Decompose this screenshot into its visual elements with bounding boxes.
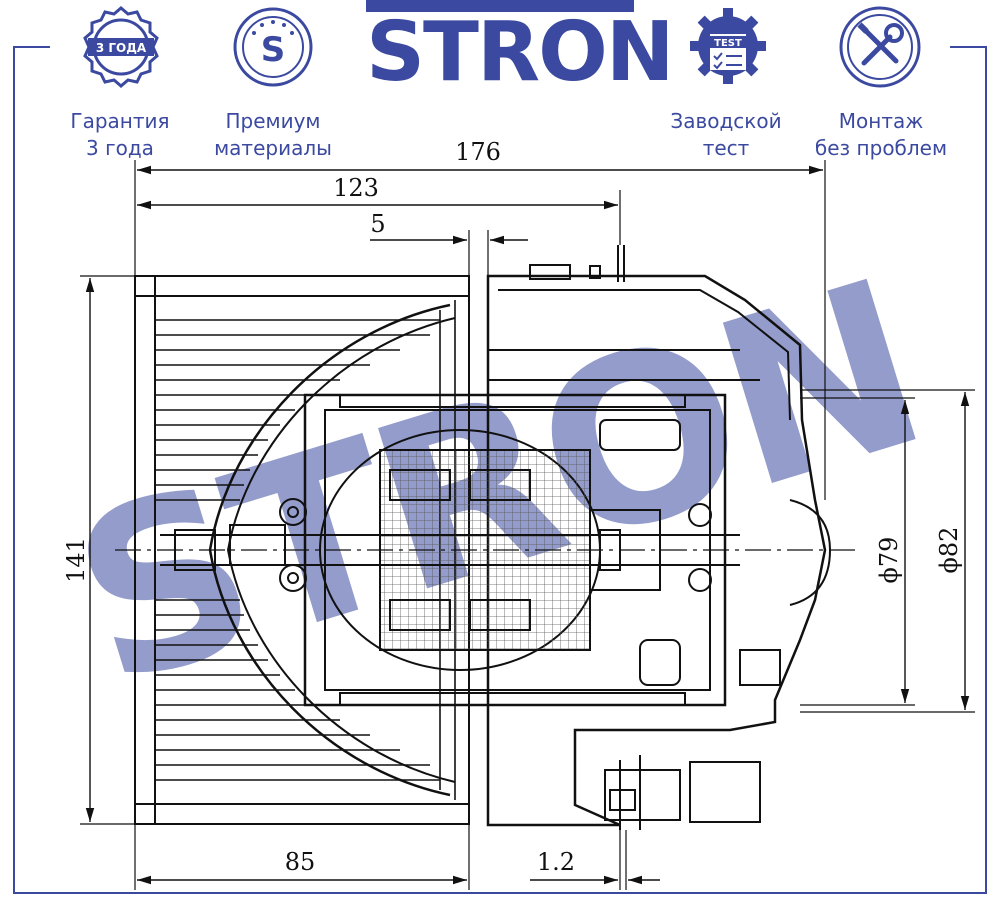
dim-82: ϕ82 — [935, 527, 963, 574]
dim-79: ϕ79 — [875, 537, 903, 584]
warranty-seal-icon: 3 ГОДА — [83, 6, 159, 88]
dim-141: 141 — [62, 537, 90, 583]
dim-85: 85 — [285, 848, 316, 876]
dim-1-2: 1.2 — [537, 848, 575, 876]
wrench-screwdriver-icon — [839, 6, 921, 88]
seal-text: 3 ГОДА — [96, 41, 147, 55]
dim-5: 5 — [370, 210, 385, 238]
dim-123: 123 — [333, 174, 379, 202]
premium-s-icon: S — [233, 7, 313, 87]
dim-176: 176 — [455, 138, 501, 166]
factory-test-gear-icon: TEST — [690, 8, 766, 84]
stron-logo: STRON — [366, 5, 674, 100]
test-text: TEST — [714, 38, 742, 49]
logo-bar — [366, 0, 634, 12]
premium-letter: S — [261, 30, 286, 70]
